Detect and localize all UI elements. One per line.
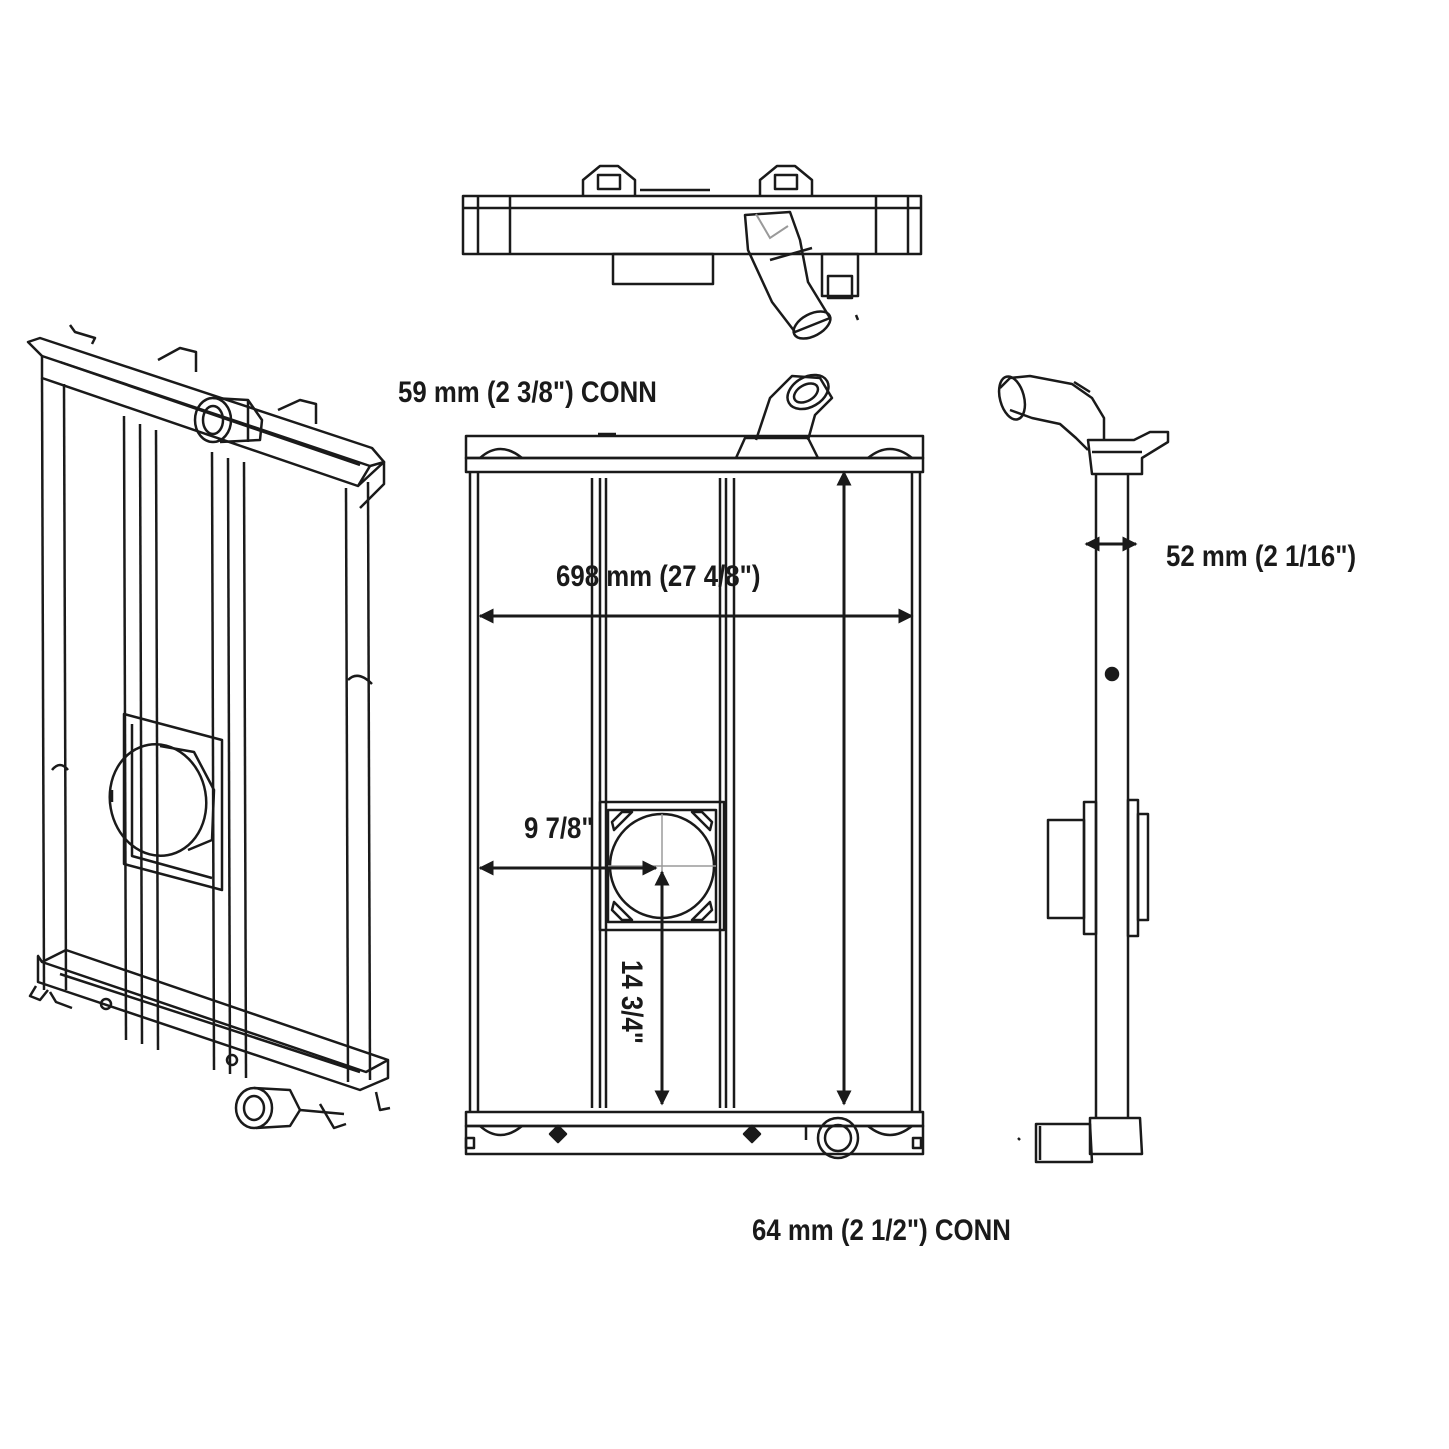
width-label: 698 mm (27 4/8")	[556, 560, 761, 593]
top-connection-label: 59 mm (2 3/8") CONN	[398, 376, 657, 409]
side-view	[997, 374, 1170, 1164]
isometric-view	[26, 324, 391, 1130]
depth-label: 52 mm (2 1/16")	[1166, 540, 1357, 573]
top-view-hidden	[755, 213, 789, 240]
bottom-connection-label: 64 mm (2 1/2") CONN	[752, 1214, 1011, 1247]
offset-horizontal-label: 9 7/8"	[524, 812, 594, 845]
top-view	[461, 164, 923, 340]
front-view	[464, 373, 925, 1160]
offset-vertical-label: 14 3/4"	[615, 960, 648, 1044]
dimension-lines	[478, 470, 914, 1106]
